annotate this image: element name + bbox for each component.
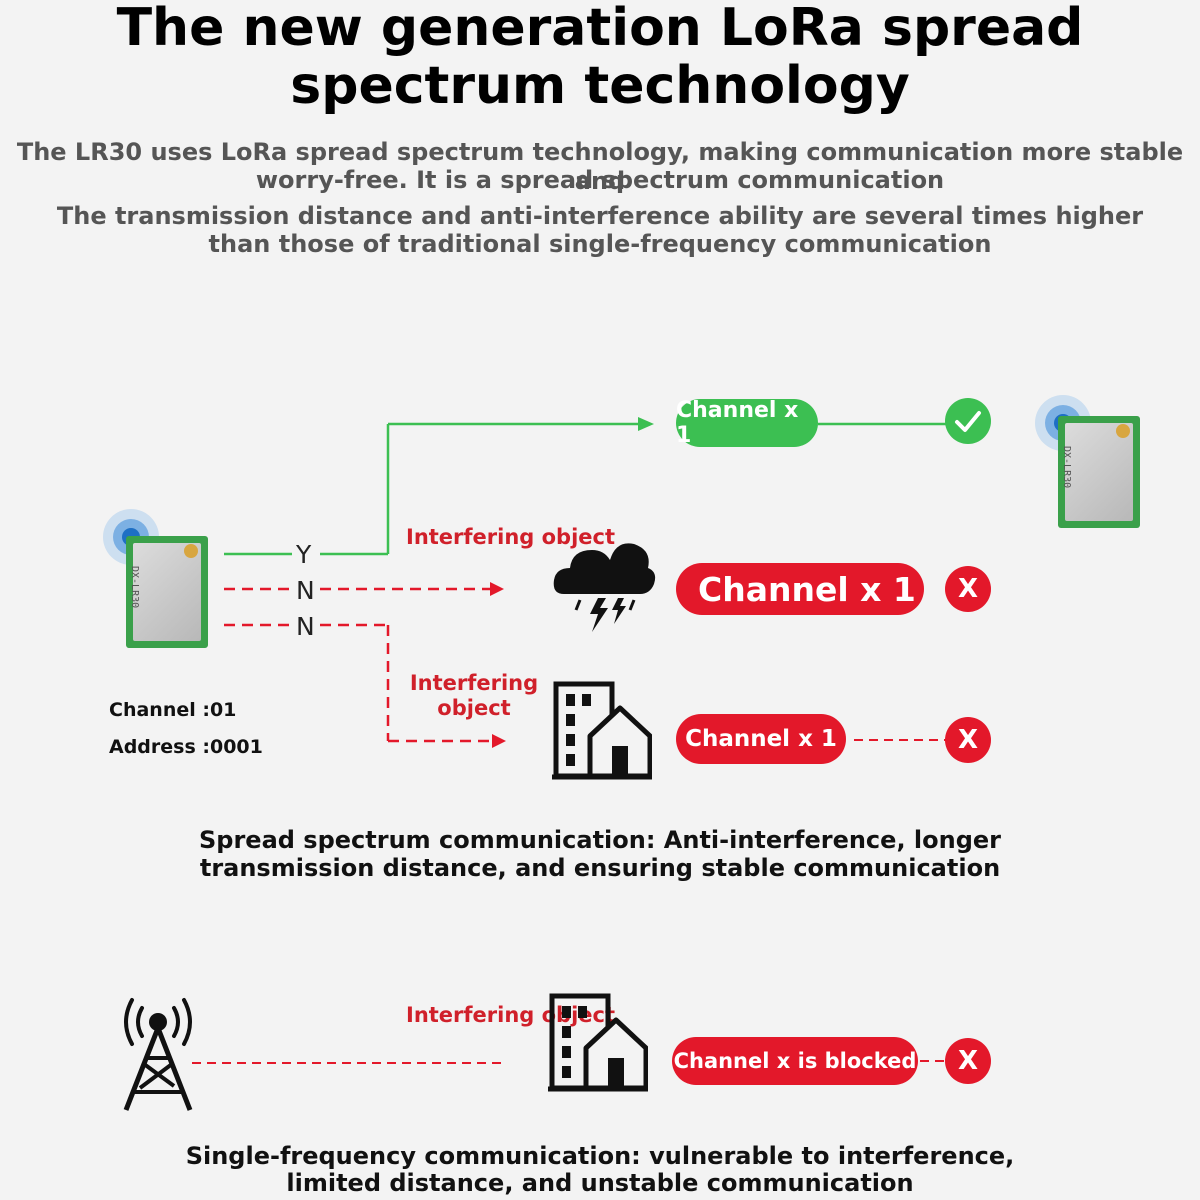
module-shield-right bbox=[1065, 423, 1133, 521]
module-shield-left bbox=[133, 543, 201, 641]
storm-cloud-icon bbox=[550, 528, 660, 638]
red-dash-connectors bbox=[192, 739, 946, 1064]
description-1-line-2: worry-free. It is a spread spectrum comm… bbox=[255, 166, 945, 194]
antenna-connector-right bbox=[1116, 424, 1130, 438]
description-2-line-1: The transmission distance and anti-inter… bbox=[56, 202, 1144, 230]
page-title-line-2: spectrum technology bbox=[290, 56, 910, 116]
check-icon bbox=[945, 398, 991, 444]
channel-blocked-pill: Channel x is blocked bbox=[672, 1037, 918, 1085]
path-label-y: Y bbox=[296, 540, 312, 569]
red-path-2 bbox=[224, 623, 492, 743]
interfering-label-2-line-1: Interfering bbox=[409, 671, 539, 695]
channel-fail-pill-1: Channel x 1 bbox=[676, 563, 924, 615]
description-2-line-2: than those of traditional single-frequen… bbox=[208, 230, 992, 258]
channel-fail-pill-2: Channel x 1 bbox=[676, 714, 846, 764]
module-print-left: DX-LR30 bbox=[129, 566, 140, 609]
building-icon bbox=[552, 680, 653, 780]
red-arrow-2 bbox=[492, 734, 506, 748]
path-label-n1: N bbox=[296, 576, 315, 605]
lora-module-right: DX-LR30 bbox=[1058, 416, 1140, 528]
fail-icon-3: X bbox=[945, 1038, 991, 1084]
single-caption-line-1: Single-frequency communication: vulnerab… bbox=[185, 1142, 1015, 1170]
fail-icon-2: X bbox=[945, 717, 991, 763]
channel-info: Channel :01 bbox=[109, 699, 237, 721]
fail-icon-1: X bbox=[945, 566, 991, 612]
single-caption-line-2: limited distance, and unstable communica… bbox=[286, 1169, 914, 1197]
green-path bbox=[224, 417, 946, 556]
red-arrow-1 bbox=[490, 582, 504, 596]
channel-ok-pill: Channel x 1 bbox=[676, 398, 818, 448]
spread-caption-line-1: Spread spectrum communication: Anti-inte… bbox=[198, 826, 1002, 854]
address-info: Address :0001 bbox=[109, 736, 263, 758]
description-1-line-1: The LR30 uses LoRa spread spectrum techn… bbox=[16, 138, 1184, 195]
interfering-label-2-line-2: object bbox=[437, 696, 511, 720]
antenna-connector-left bbox=[184, 544, 198, 558]
building-icon-2 bbox=[548, 992, 649, 1092]
module-print-right: DX-LR30 bbox=[1061, 446, 1072, 489]
path-label-n2: N bbox=[296, 612, 315, 641]
lora-module-left: DX-LR30 bbox=[126, 536, 208, 648]
radio-tower-icon bbox=[118, 996, 198, 1114]
page-title-line-1: The new generation LoRa spread bbox=[116, 0, 1084, 58]
spread-caption-line-2: transmission distance, and ensuring stab… bbox=[199, 854, 1001, 882]
interfering-label-1: Interfering object bbox=[406, 525, 616, 549]
